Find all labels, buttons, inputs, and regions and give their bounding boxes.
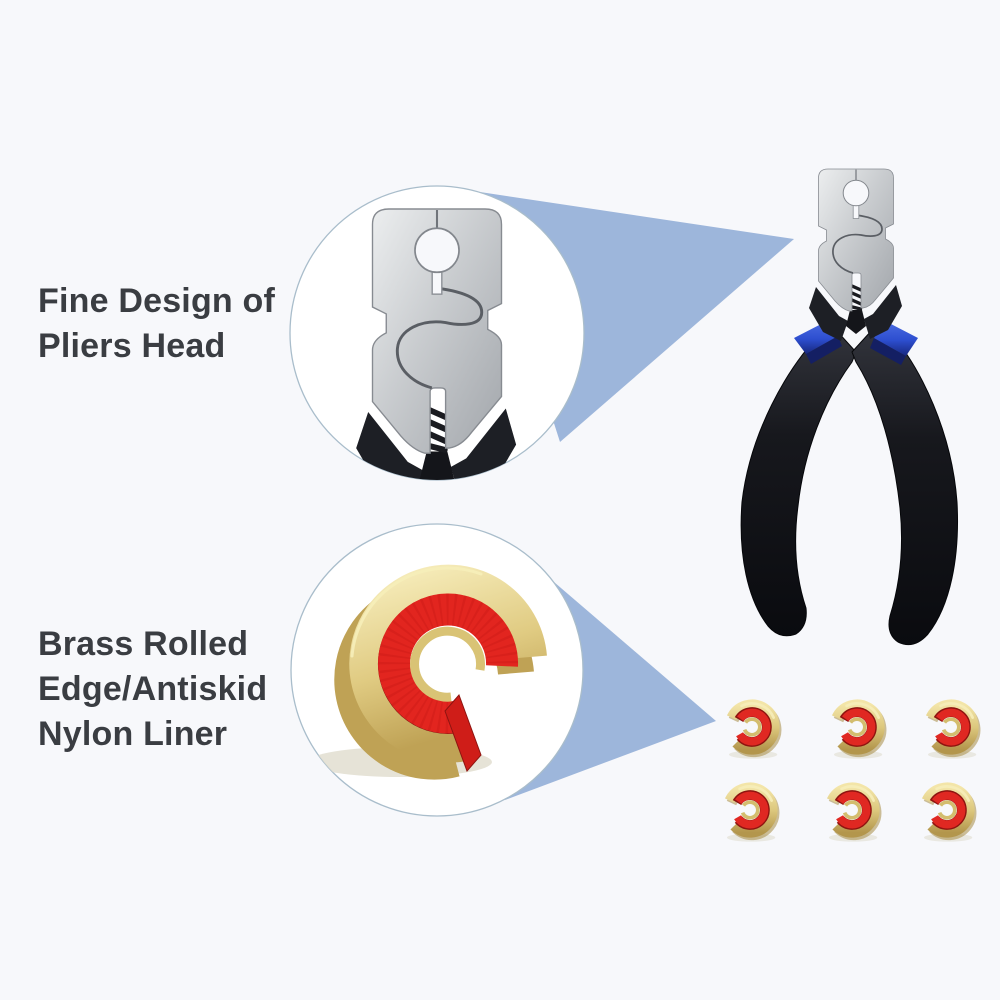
callout-label-line: Fine Design of: [38, 282, 276, 320]
pliers-left-handle: [740, 326, 857, 637]
pliers-right-handle: [851, 326, 958, 646]
callout-label-line: Nylon Liner: [38, 715, 228, 753]
callout-label-line: Brass Rolled: [38, 625, 249, 663]
pliers-head: [807, 167, 904, 343]
callout-label-line: Edge/Antiskid: [38, 670, 268, 708]
brass-clip-item: [727, 786, 775, 841]
brass-clip-item: [829, 786, 877, 841]
brass-clip-item: [924, 786, 972, 841]
brass-clip-closeup-callout: [290, 523, 584, 817]
brass-clip-item: [729, 703, 777, 758]
pliers-head-closeup-callout: [289, 185, 585, 505]
brass-clip-set: [727, 703, 976, 841]
callout-label-pliers-head: Fine Design of Pliers Head: [38, 279, 275, 369]
callout-label-line: Pliers Head: [38, 327, 226, 365]
brass-clip-item: [928, 703, 976, 758]
callout-label-brass-liner: Brass Rolled Edge/Antiskid Nylon Liner: [38, 622, 267, 757]
pliers-head-closeup: [356, 209, 516, 505]
brass-clip-closeup: [308, 564, 547, 780]
pliers-illustration: [740, 167, 958, 646]
brass-clip-item: [834, 703, 882, 758]
